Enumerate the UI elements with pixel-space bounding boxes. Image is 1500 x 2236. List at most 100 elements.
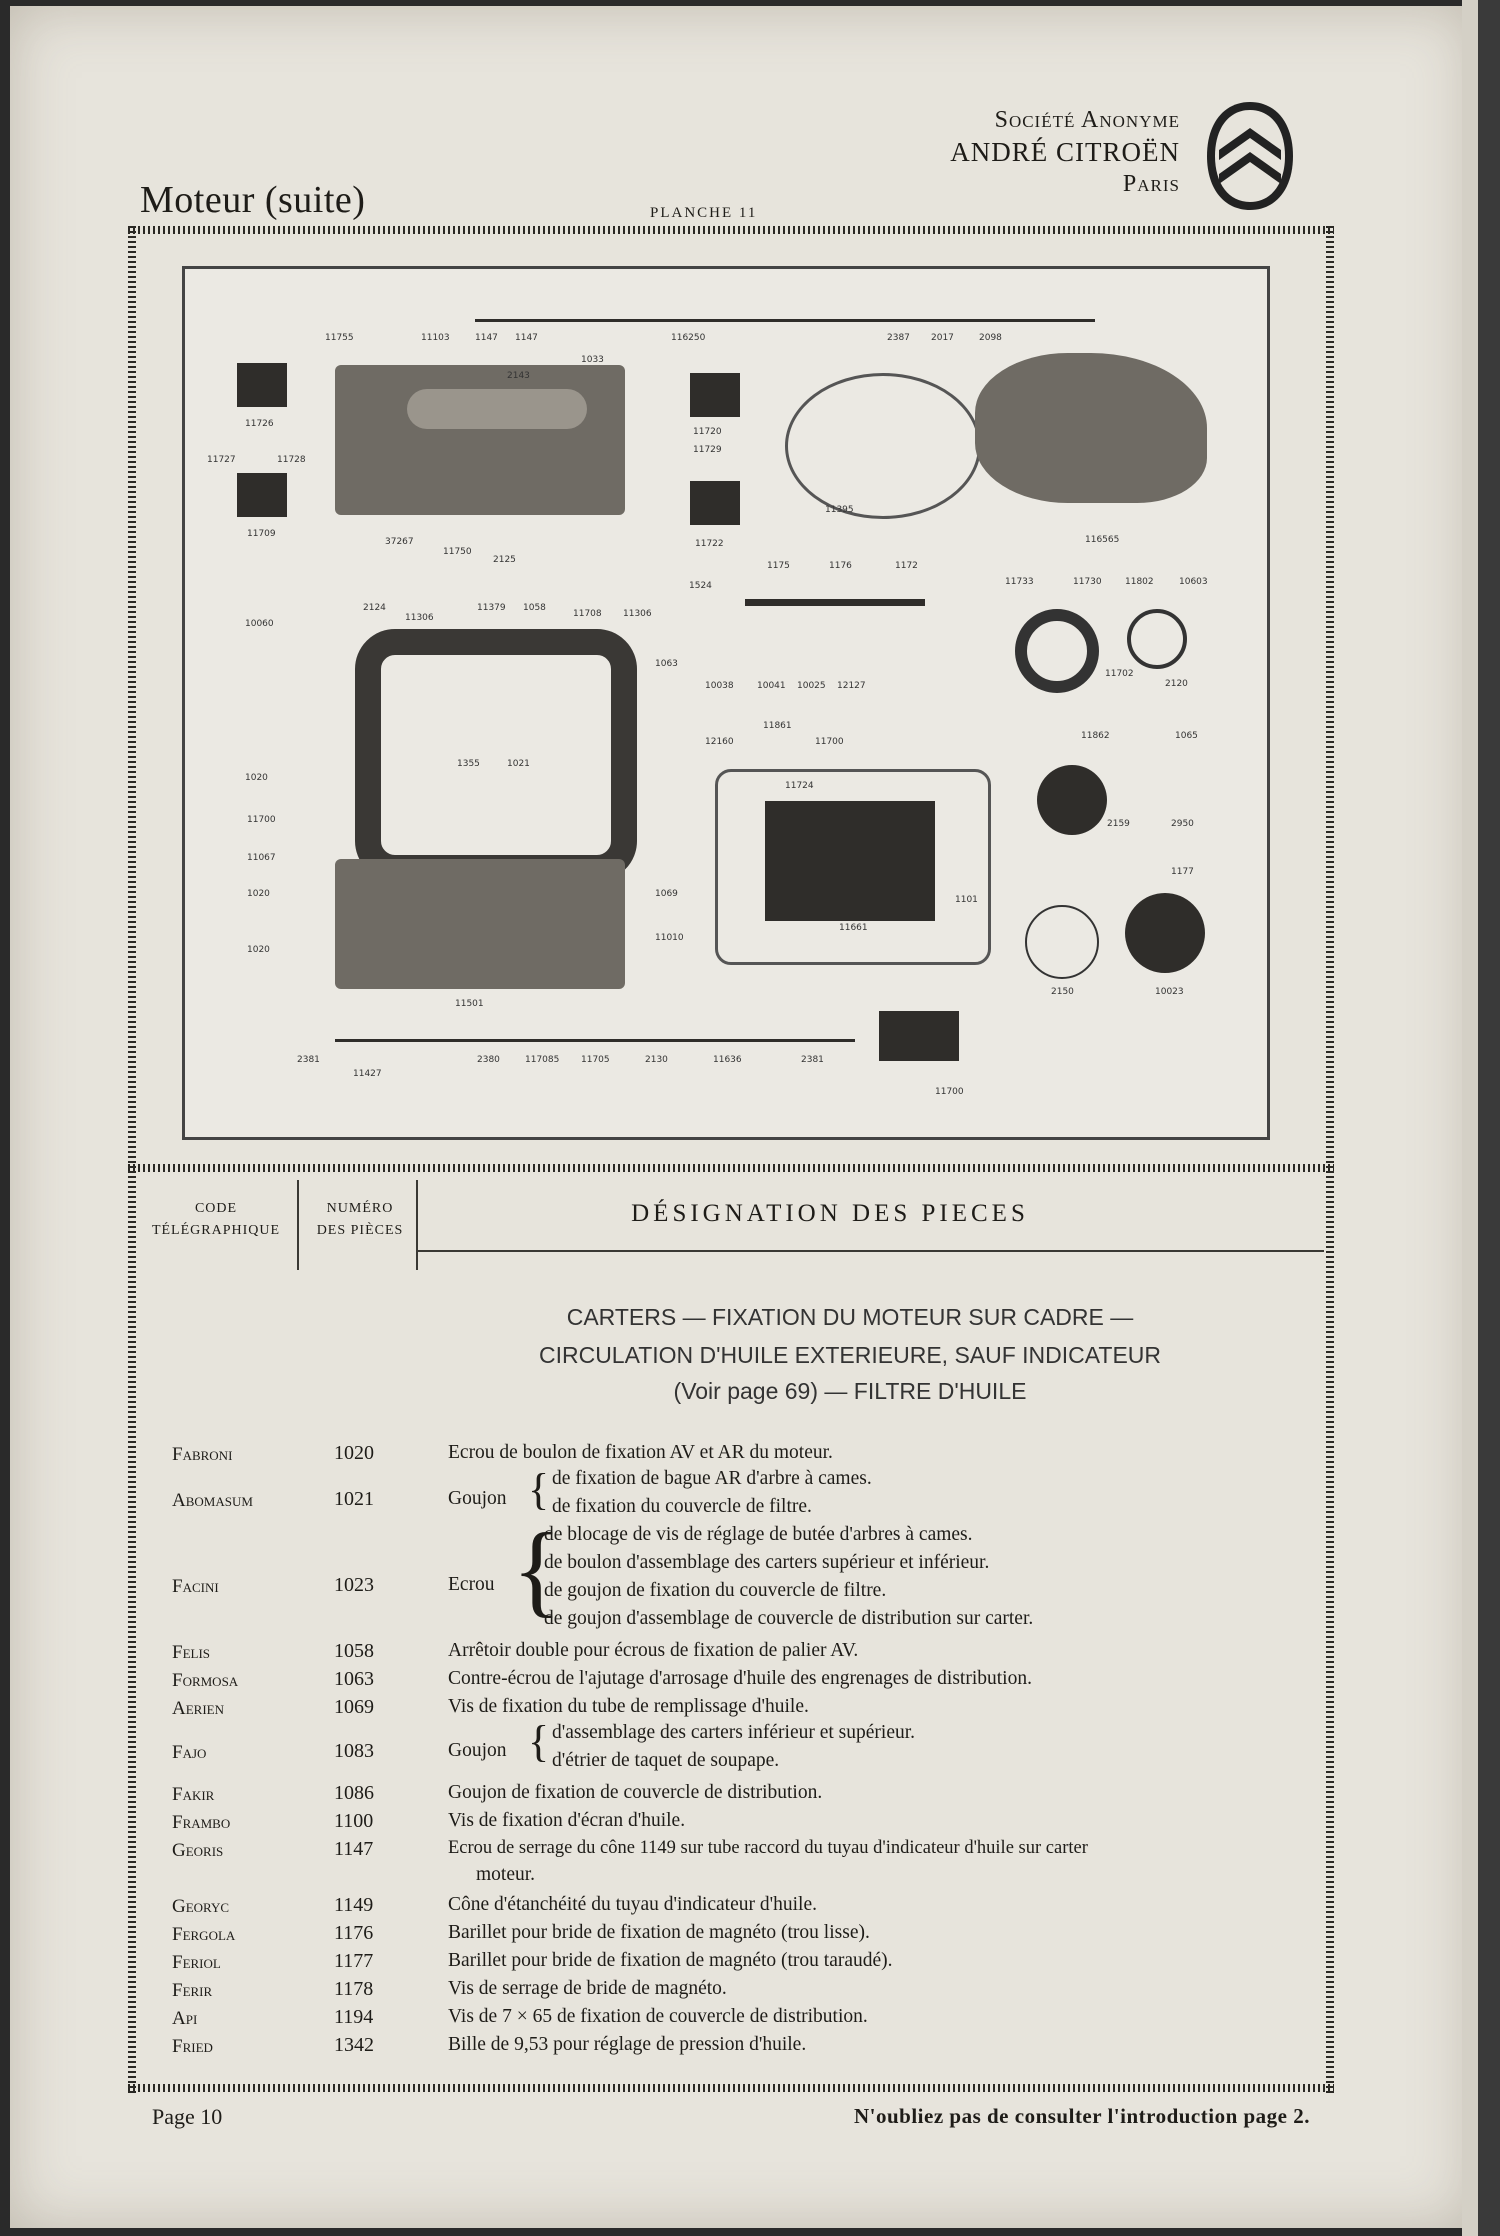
brace-symbol: {	[528, 1717, 550, 1766]
row-prefix: Goujon	[448, 1488, 507, 1509]
row-number: 1178	[334, 1978, 374, 2000]
row-number: 1083	[334, 1740, 374, 1762]
page-title: Moteur (suite)	[140, 179, 366, 221]
part-label: 2381	[801, 1055, 824, 1065]
part-label: 2143	[507, 371, 530, 381]
brace-symbol: {	[512, 1512, 562, 1627]
row-code: Feriol	[172, 1952, 221, 1973]
part-label: 1172	[895, 561, 918, 571]
row-code: Fried	[172, 2036, 213, 2057]
part-label: 2124	[363, 603, 386, 613]
row-subline: d'étrier de taquet de soupape.	[552, 1750, 780, 1771]
row-code: Georis	[172, 1840, 224, 1861]
timing-cover-part	[975, 353, 1207, 503]
long-rod-part	[655, 1039, 855, 1042]
long-rod-part	[335, 1039, 655, 1042]
part-label: 2017	[931, 333, 954, 343]
row-code: Felis	[172, 1642, 211, 1663]
part-label: 11727	[207, 455, 236, 465]
row-number: 1194	[334, 2006, 374, 2028]
citroen-double-chevron-icon	[1207, 102, 1293, 210]
lower-crankcase-part	[335, 859, 625, 989]
row-number: 1086	[334, 1782, 374, 1804]
part-label: 11306	[405, 613, 434, 623]
plate-number: PLANCHE 11	[650, 205, 758, 221]
row-subline: de goujon d'assemblage de couvercle de d…	[544, 1608, 1034, 1629]
part-label: 10023	[1155, 987, 1184, 997]
row-description: Vis de fixation du tube de remplissage d…	[448, 1696, 809, 1717]
part-label: 1020	[245, 773, 268, 783]
row-code: Formosa	[172, 1670, 239, 1691]
part-label: 10603	[1179, 577, 1208, 587]
part-label: 116565	[1085, 535, 1120, 545]
row-code: Frambo	[172, 1812, 231, 1833]
row-prefix: Goujon	[448, 1740, 507, 1761]
long-rod-part	[475, 319, 1095, 322]
left-rule	[128, 226, 136, 2094]
column-header-number-line-2: DES PIÈCES	[316, 1223, 404, 1238]
row-subline: de fixation de bague AR d'arbre à cames.	[552, 1468, 872, 1489]
row-number: 1020	[334, 1442, 374, 1464]
binding-shadow	[1478, 0, 1500, 2236]
part-label: 11636	[713, 1055, 742, 1065]
column-header-code-line-1: CODE	[194, 1201, 238, 1216]
part-label: 11802	[1125, 577, 1154, 587]
row-subline: d'assemblage des carters inférieur et su…	[552, 1722, 916, 1743]
row-description: Cône d'étanchéité du tuyau d'indicateur …	[448, 1894, 818, 1915]
part-label: 11306	[623, 609, 652, 619]
filter-box-part	[879, 1011, 959, 1061]
company-block: Société Anonyme ANDRÉ CITROËN Paris	[760, 104, 1180, 200]
part-label: 1524	[689, 581, 712, 591]
oil-filter-plate-part	[765, 801, 935, 921]
gasket-part	[785, 373, 981, 519]
row-code: Georyc	[172, 1896, 230, 1917]
row-code: Api	[172, 2008, 198, 2029]
oil-strip-part	[745, 599, 925, 606]
part-label: 11700	[247, 815, 276, 825]
part-label: 2098	[979, 333, 1002, 343]
column-header-code: CODE TÉLÉGRAPHIQUE	[136, 1198, 296, 1242]
part-label: 117085	[525, 1055, 560, 1065]
row-description: Contre-écrou de l'ajutage d'arrosage d'h…	[448, 1668, 1032, 1689]
row-number: 1149	[334, 1894, 374, 1916]
row-prefix: Ecrou	[448, 1574, 495, 1595]
part-label: 2150	[1051, 987, 1074, 997]
company-line-2: ANDRÉ CITROËN	[950, 137, 1180, 167]
row-subline: de goujon de fixation du couvercle de fi…	[544, 1580, 887, 1601]
part-label: 11010	[655, 933, 684, 943]
part-label: 11733	[1005, 577, 1034, 587]
column-header-number-line-1: NUMÉRO	[326, 1201, 394, 1216]
part-label: 11702	[1105, 669, 1134, 679]
row-number: 1100	[334, 1810, 374, 1832]
part-label: 11724	[785, 781, 814, 791]
row-number: 1342	[334, 2034, 374, 2056]
row-subline: de fixation du couvercle de filtre.	[552, 1496, 812, 1517]
part-label: 10025	[797, 681, 826, 691]
row-description: Bille de 9,53 pour réglage de pression d…	[448, 2034, 807, 2055]
part-label: 1175	[767, 561, 790, 571]
part-label: 11708	[573, 609, 602, 619]
section-heading-2: CIRCULATION D'HUILE EXTERIEURE, SAUF IND…	[538, 1342, 1162, 1368]
company-line-1: Société Anonyme	[994, 107, 1180, 133]
column-header-designation: DÉSIGNATION DES PIECES	[631, 1200, 1029, 1227]
column-divider	[416, 1180, 418, 1270]
part-label: 1020	[247, 945, 270, 955]
part-label: 2381	[297, 1055, 320, 1065]
part-label: 12160	[705, 737, 734, 747]
row-subline: de blocage de vis de réglage de butée d'…	[544, 1524, 973, 1545]
page-number: Page 10	[152, 2104, 223, 2129]
part-label: 116250	[671, 333, 706, 343]
part-label: 2387	[887, 333, 910, 343]
part-label: 2130	[645, 1055, 668, 1065]
row-description: Vis de serrage de bride de magnéto.	[448, 1978, 727, 1999]
cylinder-bores-part	[407, 389, 587, 429]
section-heading-3: (Voir page 69) — FILTRE D'HUILE	[673, 1378, 1027, 1404]
part-label: 1177	[1171, 867, 1194, 877]
part-label: 1065	[1175, 731, 1198, 741]
part-label: 2125	[493, 555, 516, 565]
part-label: 11395	[825, 505, 854, 515]
row-description: Ecrou de boulon de fixation AV et AR du …	[448, 1442, 833, 1463]
part-label: 11862	[1081, 731, 1110, 741]
part-label: 12127	[837, 681, 866, 691]
part-label: 11067	[247, 853, 276, 863]
